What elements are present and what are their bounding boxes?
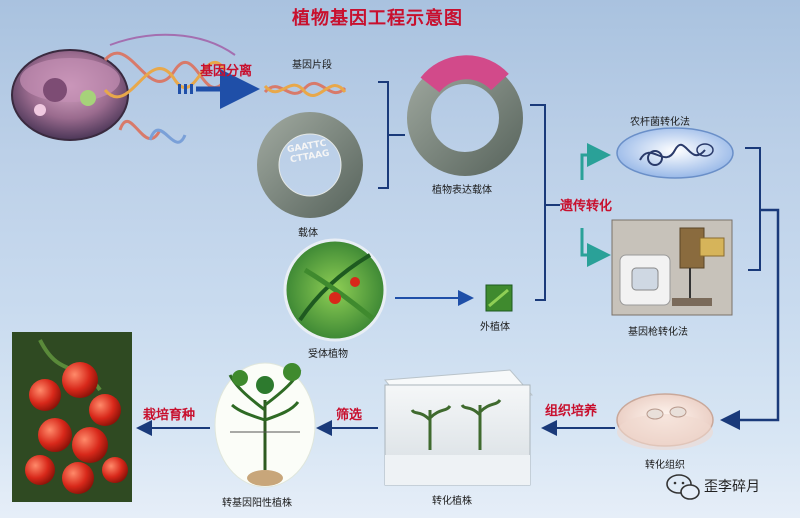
petri-dish	[616, 393, 714, 450]
step-tissue-culture: 组织培养	[545, 404, 598, 419]
label-transgenic-positive-plant: 转基因阳性植株	[222, 498, 292, 509]
culture-box	[384, 369, 534, 486]
label-vector: 载体	[298, 228, 318, 239]
label-transformed-tissue: 转化组织	[645, 460, 685, 471]
arrow-to-tissue	[720, 208, 780, 430]
wechat-icon	[666, 474, 700, 500]
expression-vector-ring	[407, 55, 523, 176]
label-plant-expression-vector: 植物表达载体	[432, 185, 492, 196]
watermark-text: 歪李碎月	[704, 479, 760, 495]
label-transformed-plantlet: 转化植株	[432, 496, 472, 507]
gene-gun-device	[611, 219, 733, 316]
gene-fragment-illustration	[263, 81, 347, 97]
label-recipient-plant: 受体植物	[308, 349, 348, 360]
plant-cell-illustration	[11, 49, 129, 141]
step-gene-isolation: 基因分离	[200, 64, 253, 79]
label-gene-fragment: 基因片段	[292, 60, 332, 71]
bracket-1	[378, 81, 389, 189]
diagram-title: 植物基因工程示意图	[292, 8, 463, 29]
gene-isolation-arrow	[178, 69, 260, 109]
label-agrobacterium-method: 农杆菌转化法	[630, 117, 690, 128]
recipient-plant-circle	[283, 238, 387, 342]
label-gene-gun-method: 基因枪转化法	[628, 327, 688, 338]
step-genetic-transformation: 遗传转化	[560, 199, 613, 214]
vector-plasmid-ring	[257, 112, 363, 218]
method-arrows	[580, 143, 611, 267]
step-screening: 筛选	[336, 408, 363, 423]
label-explant: 外植体	[480, 322, 510, 333]
agrobacterium-cell	[616, 127, 734, 179]
positive-plant-oval	[214, 362, 316, 488]
bracket-3	[745, 147, 761, 271]
bracket-2	[530, 104, 546, 301]
dna-helix-illustration	[103, 33, 236, 144]
step-cultivation-breeding: 栽培育种	[143, 408, 196, 423]
tomato-photo	[12, 332, 132, 502]
explant-vein	[488, 288, 509, 308]
